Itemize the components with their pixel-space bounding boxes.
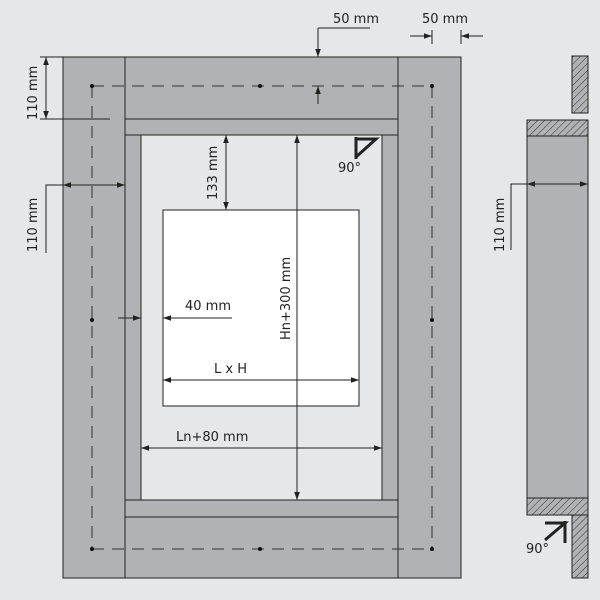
front-frame [62, 56, 462, 579]
bottom-inner-strip [124, 499, 399, 518]
window-outline [162, 209, 360, 407]
fixing-points [90, 84, 434, 551]
top-gap-label: 133 mm [206, 146, 221, 200]
section-top-hatch [526, 119, 589, 137]
side-section [510, 55, 589, 579]
right-frame-bar [397, 56, 462, 579]
window-size-label: L x H [214, 362, 247, 377]
wall-bottom-hatch [571, 514, 589, 579]
bottom-frame-bar [124, 516, 399, 579]
right-inner-strip [381, 134, 399, 501]
front-angle-label: 90° [338, 161, 361, 176]
side-angle-label: 90° [526, 542, 549, 557]
section-body [526, 135, 589, 499]
top-inner-strip [124, 118, 399, 136]
top-offset-label: 50 mm [333, 12, 379, 27]
right-offset-label: 50 mm [422, 12, 468, 27]
frame-top-width-label: 110 mm [26, 66, 41, 120]
side-gap-label: 40 mm [185, 299, 231, 314]
left-frame-bar [62, 56, 126, 579]
opening-height-label: Hn+300 mm [279, 257, 294, 340]
wall-top-hatch [571, 55, 589, 114]
top-frame-bar [124, 56, 399, 120]
frame-side-width-label: 110 mm [26, 198, 41, 252]
side-depth-label: 110 mm [493, 198, 508, 252]
dimension-lines [40, 27, 483, 500]
section-bottom-hatch [526, 497, 589, 516]
opening-width-label: Ln+80 mm [176, 430, 248, 445]
